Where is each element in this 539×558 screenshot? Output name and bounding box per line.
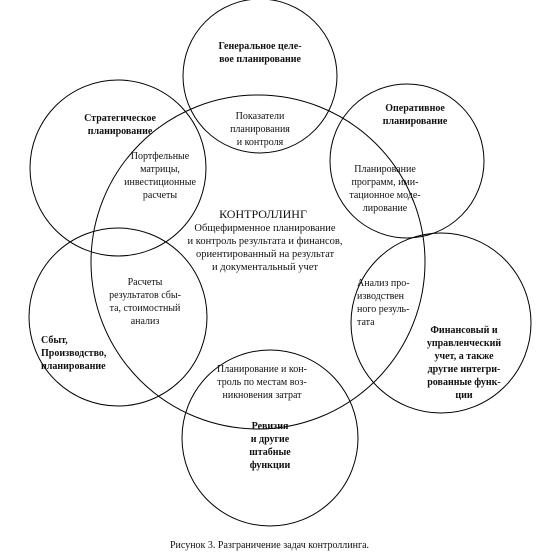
center-description: Общефирменное планирование и контроль ре…	[187, 223, 343, 273]
left-circle	[28, 227, 208, 407]
center-circle	[90, 94, 426, 430]
figure-caption: Рисунок 3. Разграничение задач контролли…	[169, 540, 370, 551]
top-circle	[182, 0, 338, 154]
label-strategic-planning: Стратегическое планирование	[84, 113, 156, 137]
overlap-cost-centers: Планирование и кон- троль по местам воз-…	[217, 364, 307, 401]
right-circle	[350, 232, 532, 414]
overlap-portfolio-matrices: Портфельные матрицы, инвестиционные расч…	[124, 151, 196, 201]
label-general-planning: Генеральное целе- вое планирование	[218, 41, 302, 65]
label-audit: Ревизия и другие штабные функции	[249, 421, 291, 471]
top-left-circle	[29, 79, 207, 257]
overlap-planning-indicators: Показатели планирования и контроля	[230, 111, 290, 148]
overlap-sales-results: Расчеты результатов сбы- та, стоимостный…	[109, 277, 181, 327]
center-title: КОНТРОЛЛИНГ	[219, 207, 307, 221]
overlap-production-analysis: Анализ про- изводствен ного резуль- тата	[357, 278, 410, 328]
top-right-circle	[329, 83, 485, 239]
bottom-circle	[181, 349, 359, 527]
label-sales-production: Сбыт, Производство, планирование	[41, 335, 107, 372]
label-operative-planning: Оперативное планирование	[382, 103, 448, 127]
overlap-program-planning: Планирование программ, ими- тационное мо…	[349, 164, 421, 214]
label-financial-accounting: Финансовый и управленческий учет, а такж…	[426, 325, 502, 401]
